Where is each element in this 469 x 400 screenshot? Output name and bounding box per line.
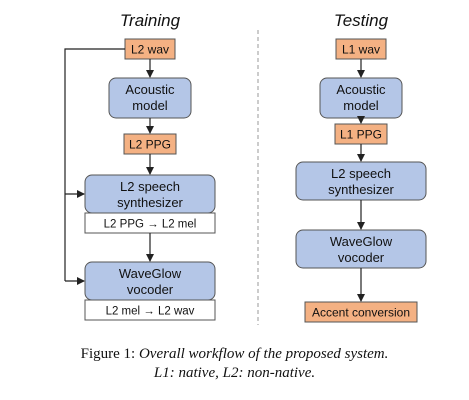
testing-accent-conversion-label: Accent conversion	[312, 306, 410, 320]
training-acoustic-model-node: Acoustic model	[108, 77, 192, 119]
testing-vocoder-label-line2: vocoder	[338, 250, 385, 265]
training-title: Training	[120, 11, 181, 30]
testing-acoustic-model-label-line2: model	[343, 98, 379, 113]
training-vocoder-label-line1: WaveGlow	[119, 266, 182, 281]
training-synthesizer-label-line1: L2 speech	[120, 179, 180, 194]
testing-synthesizer-label-line2: synthesizer	[328, 182, 394, 197]
caption-prefix: Figure 1:	[80, 346, 139, 362]
training-l2-wav-label: L2 wav	[131, 43, 169, 57]
testing-vocoder-node: WaveGlow vocoder	[295, 229, 427, 269]
training-vocoder-node: WaveGlow vocoder	[84, 261, 216, 301]
figure-caption: Figure 1: Overall workflow of the propos…	[0, 345, 469, 364]
testing-acoustic-model-label-line1: Acoustic	[336, 82, 386, 97]
testing-accent-conversion-node: Accent conversion	[304, 301, 418, 323]
testing-acoustic-model-node: Acoustic model	[319, 77, 403, 119]
training-vocoder-label-line2: vocoder	[127, 282, 174, 297]
training-synthesizer-io-label: L2 PPG → L2 mel	[104, 219, 197, 231]
training-synthesizer-io-box: L2 PPG → L2 mel	[84, 212, 216, 234]
training-vocoder-io-label: L2 mel → L2 wav	[106, 306, 195, 318]
training-acoustic-model-label-line2: model	[132, 98, 168, 113]
training-edge-wav-side-path	[64, 48, 125, 281]
training-synthesizer-node: L2 speech synthesizer	[84, 174, 216, 214]
training-l2-wav-node: L2 wav	[124, 38, 176, 60]
testing-l1-ppg-label: L1 PPG	[340, 128, 382, 142]
training-l2-ppg-label: L2 PPG	[129, 138, 171, 152]
caption-line2: L1: native, L2: non-native.	[153, 365, 316, 381]
training-acoustic-model-label-line1: Acoustic	[125, 82, 175, 97]
figure-caption-line2-row: L1: native, L2: non-native.	[0, 364, 469, 383]
testing-l1-wav-node: L1 wav	[335, 38, 387, 60]
testing-synthesizer-label-line1: L2 speech	[331, 166, 391, 181]
testing-vocoder-label-line1: WaveGlow	[330, 234, 393, 249]
training-l2-ppg-node: L2 PPG	[123, 133, 177, 155]
testing-synthesizer-node: L2 speech synthesizer	[295, 161, 427, 201]
training-synthesizer-label-line2: synthesizer	[117, 195, 183, 210]
caption-line1: Overall workflow of the proposed system.	[138, 346, 389, 362]
testing-l1-wav-label: L1 wav	[342, 43, 380, 57]
testing-title: Testing	[334, 11, 389, 30]
training-vocoder-io-box: L2 mel → L2 wav	[84, 299, 216, 321]
testing-l1-ppg-node: L1 PPG	[334, 123, 388, 145]
